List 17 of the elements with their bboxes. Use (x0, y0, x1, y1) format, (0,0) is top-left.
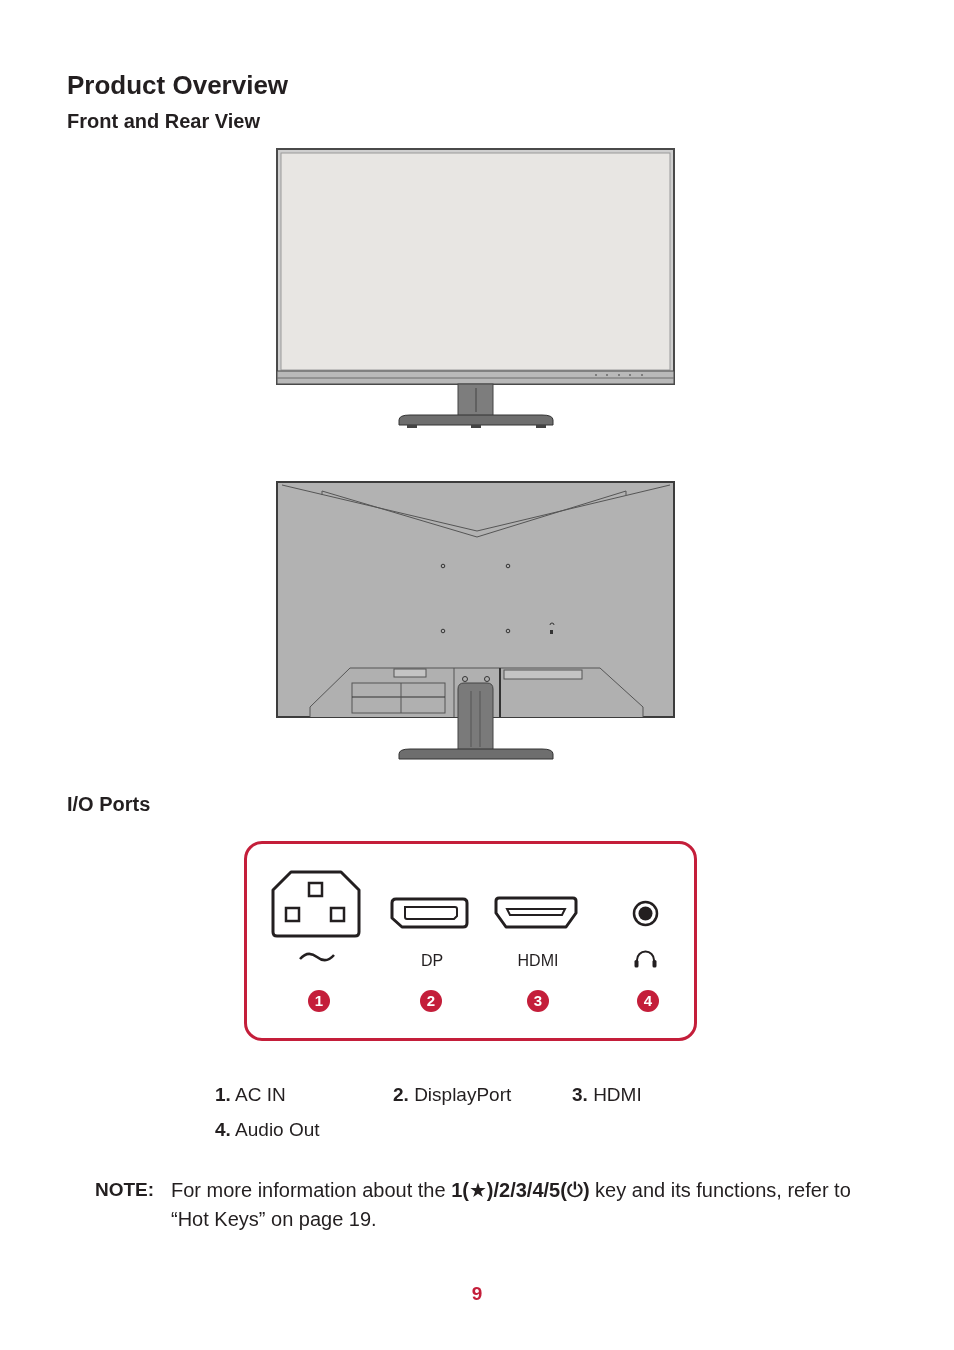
port-label: HDMI (517, 951, 559, 971)
port-panel (244, 841, 697, 1041)
note-text: For more information about the 1(★)/2/3/4/5(⏻) key and its functions, refer to “Hot Keys” on page 19. (171, 1178, 852, 1232)
list-item: 3. HDMI (572, 1083, 642, 1107)
note-label: NOTE: (95, 1178, 155, 1202)
section-heading: I/O Ports (67, 792, 151, 817)
callout-number: 2 (420, 990, 442, 1012)
callout-number: 4 (637, 990, 659, 1012)
list-item: 2. DisplayPort (393, 1083, 512, 1107)
callout-number: 3 (527, 990, 549, 1012)
section-heading: Front and Rear View (67, 109, 260, 134)
list-item: 1. AC IN (215, 1083, 286, 1107)
callout-number: 1 (308, 990, 330, 1012)
page-number: 9 (471, 1282, 483, 1306)
port-label: DP (420, 951, 444, 971)
page-title: Product Overview (67, 69, 289, 101)
list-item: 4. Audio Out (215, 1118, 320, 1142)
